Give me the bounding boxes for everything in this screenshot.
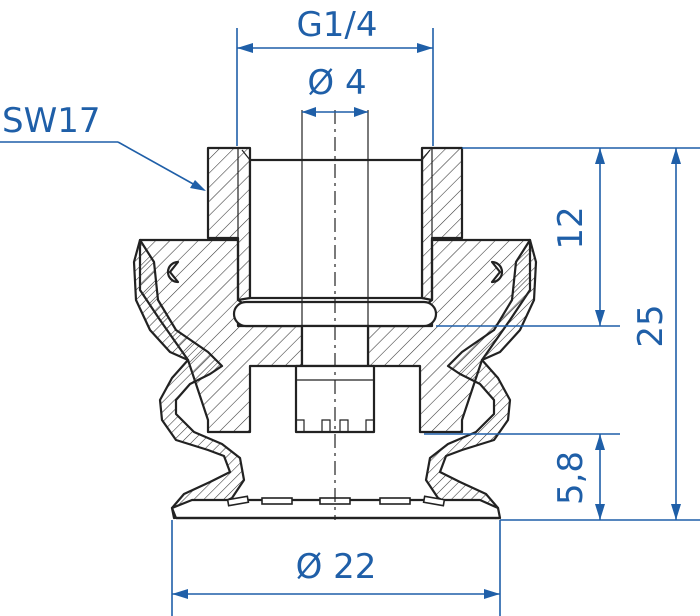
dimension-lines bbox=[0, 28, 700, 616]
outer-diameter-label: Ø 22 bbox=[296, 547, 377, 587]
lower-height-label: 5,8 bbox=[551, 451, 591, 505]
wrench-size-label: SW17 bbox=[2, 101, 100, 141]
bore-diameter-label: Ø 4 bbox=[307, 63, 366, 103]
total-height-label: 25 bbox=[631, 304, 671, 347]
upper-height-label: 12 bbox=[551, 206, 591, 249]
part-body bbox=[132, 110, 538, 520]
thread-label: G1/4 bbox=[296, 5, 377, 45]
